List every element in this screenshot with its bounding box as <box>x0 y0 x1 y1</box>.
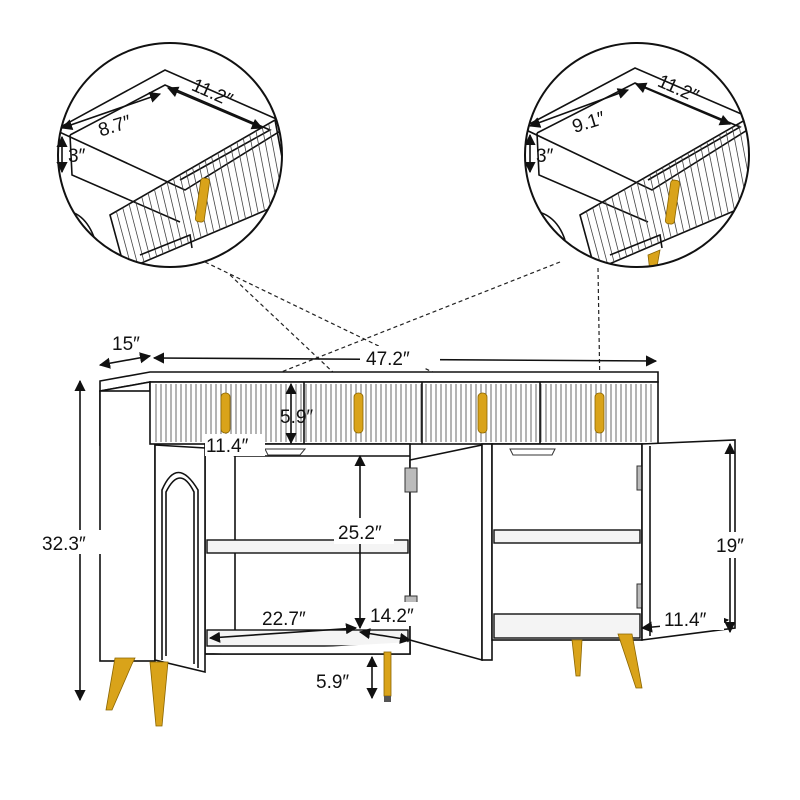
rib-line <box>122 207 139 265</box>
width-label: 47.2″ <box>366 349 410 370</box>
rib-line <box>115 211 132 267</box>
rib-line <box>585 211 602 267</box>
rib-line <box>712 138 729 214</box>
rib-line <box>128 203 145 263</box>
rib-line <box>249 134 266 211</box>
rib-line <box>655 171 672 238</box>
rib-line <box>160 185 177 249</box>
rib-line <box>166 182 183 246</box>
rib-line <box>223 149 240 222</box>
rib-line <box>173 178 189 244</box>
leg-foot-icon <box>384 696 391 702</box>
detail-left-drawer-height: 3″ <box>68 146 86 167</box>
rib-line <box>617 192 634 254</box>
rib-line <box>242 138 259 214</box>
detail-left-width-arrow <box>60 92 162 130</box>
detail-left-drawer-width: 8.7″ <box>96 112 134 142</box>
cabinet-depth-label: 11.4″ <box>206 436 249 457</box>
rib-line <box>649 174 666 241</box>
detail-circle-left: 8.7″ 11.2″ 3″ <box>56 42 283 268</box>
detail-right-drawer-width: 9.1″ <box>570 108 608 138</box>
detail-right-drawer-height: 3″ <box>536 146 554 167</box>
right-cabinet-shelf <box>493 529 641 544</box>
rib-line <box>731 127 748 206</box>
rib-line <box>236 141 253 217</box>
rib-line <box>725 130 742 209</box>
drawer-1-handle-icon <box>220 392 231 434</box>
height-label: 32.3″ <box>42 534 86 555</box>
rib-line <box>255 130 272 209</box>
drawer-2-handle-icon <box>353 392 364 434</box>
leg-front-mid-icon <box>149 661 169 727</box>
hinge-icon <box>404 467 418 493</box>
rib-line <box>693 149 710 222</box>
depth-label: 15″ <box>112 334 140 355</box>
drawer-handle-icon <box>664 179 681 225</box>
rib-line <box>204 160 221 230</box>
rib-line <box>738 123 749 203</box>
leg-foot-icon <box>647 249 661 267</box>
rib-line <box>154 189 170 252</box>
left-cabinet-floor <box>206 629 409 647</box>
rib-line <box>636 182 653 246</box>
detail-circle-right: 9.1″ 11.2″ 3″ <box>524 42 750 268</box>
detail-left-depth-arrow <box>166 86 264 130</box>
drawer-3-handle-icon <box>477 392 488 434</box>
door-width-label: 14.2″ <box>370 606 414 627</box>
rib-line <box>611 196 628 257</box>
leg-front-right-icon <box>617 633 643 689</box>
leg-back-right-icon <box>571 639 583 677</box>
rib-line <box>217 152 234 225</box>
rib-line <box>592 207 609 265</box>
drawer-4-handle-icon <box>594 392 605 434</box>
rib-line <box>624 189 640 252</box>
rib-line <box>604 200 621 260</box>
rib-line <box>185 171 202 238</box>
rib-line <box>687 152 704 225</box>
middle-door <box>409 444 483 662</box>
leg-height-label: 5.9″ <box>316 672 349 693</box>
interior-width-label: 22.7″ <box>262 609 306 630</box>
leg-back-mid-icon <box>383 651 392 697</box>
rib-line <box>706 141 723 217</box>
right-cabinet-depth-label: 11.4″ <box>664 610 707 631</box>
right-cabinet-height-label: 19″ <box>716 536 744 557</box>
rib-line <box>141 196 158 257</box>
cabinet-side-panel <box>99 390 156 662</box>
detail-left-drawer-drawing <box>58 69 282 267</box>
rib-line <box>674 160 691 230</box>
drawer-handle-icon <box>194 177 211 223</box>
rib-line <box>681 156 697 228</box>
drawer-band <box>149 381 659 445</box>
rib-line <box>147 192 164 254</box>
rib-line <box>643 178 659 244</box>
rib-line <box>700 145 716 219</box>
detail-right-drawer-drawing <box>525 67 749 267</box>
detail-right-width-arrow <box>528 88 630 128</box>
detail-right-depth-arrow <box>634 82 732 126</box>
rib-line <box>179 174 196 241</box>
rib-line <box>598 203 615 263</box>
leg-front-left-icon <box>105 657 136 711</box>
rib-line <box>719 134 736 211</box>
rib-line <box>211 156 227 228</box>
sideboard-cabinet <box>99 371 736 727</box>
drawer-height-label: 5.9″ <box>280 407 313 428</box>
interior-height-label: 25.2″ <box>338 523 382 544</box>
rib-line <box>630 185 647 249</box>
right-cabinet-floor <box>493 613 641 639</box>
dimension-annotations: 15″ 47.2″ 32.3″ 5.9″ 11.4″ 25.2″ 19″ 22.… <box>38 334 762 702</box>
left-door <box>154 444 206 674</box>
rib-line <box>230 145 246 219</box>
rib-line <box>134 200 151 260</box>
